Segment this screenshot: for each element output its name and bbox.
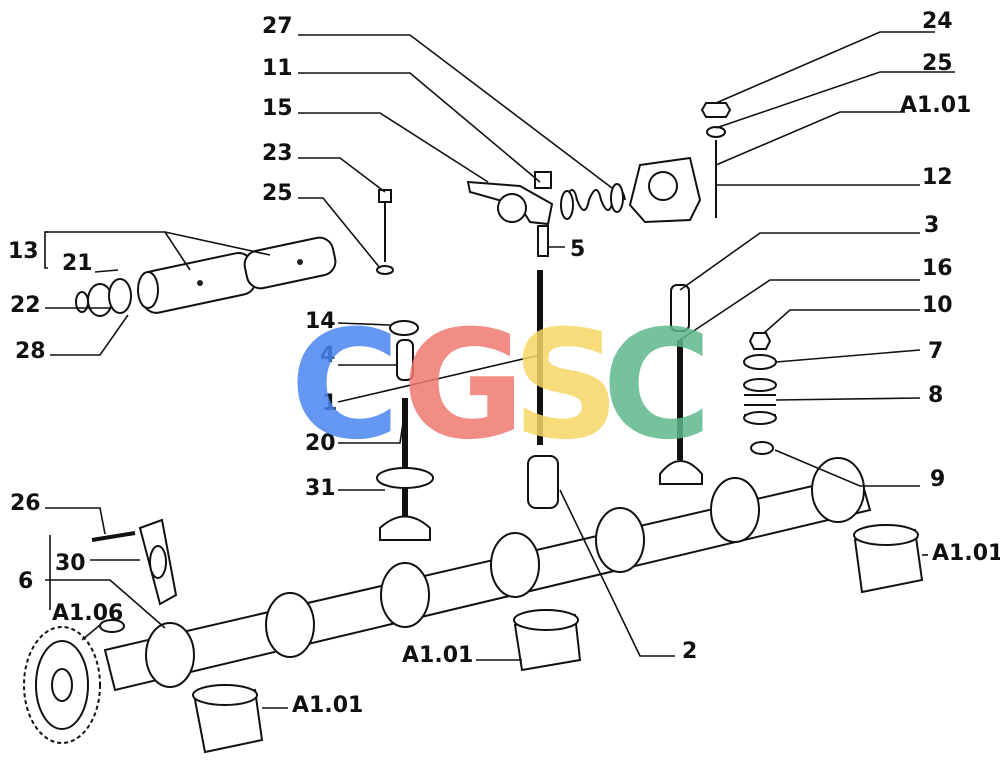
- thrust-plate: [91, 518, 178, 606]
- rocker-spring: [560, 183, 626, 220]
- callout-13: 13: [8, 239, 39, 264]
- rocker-shaft: [137, 236, 337, 314]
- timing-gear: [23, 626, 101, 744]
- exhaust-valve: [659, 284, 703, 485]
- valve-spring: [743, 332, 777, 455]
- callout-a101-rear: A1.01: [932, 541, 1000, 566]
- watermark-letter-c2: C: [602, 299, 712, 473]
- bushing-rear: [853, 524, 924, 594]
- bushing-middle: [513, 609, 582, 672]
- callout-7: 7: [928, 339, 943, 364]
- watermark-letter-c1: C: [290, 299, 400, 473]
- intake-valve: [376, 320, 434, 541]
- callout-10: 10: [922, 293, 953, 318]
- callout-12: 12: [922, 165, 953, 190]
- watermark: C G S C: [290, 299, 712, 473]
- callout-a106: A1.06: [52, 601, 123, 626]
- callout-14: 14: [305, 309, 336, 334]
- callout-25-right: 25: [922, 51, 953, 76]
- callout-8: 8: [928, 383, 943, 408]
- callout-21: 21: [62, 251, 93, 276]
- rocker-support: [628, 102, 732, 224]
- callout-3: 3: [924, 213, 939, 238]
- bushing-front: [192, 684, 264, 754]
- callout-23: 23: [262, 141, 293, 166]
- callout-30: 30: [55, 551, 86, 576]
- callout-6: 6: [18, 569, 33, 594]
- leader-lines: [44, 31, 955, 709]
- callout-16: 16: [922, 256, 953, 281]
- callout-4: 4: [320, 343, 335, 368]
- callout-28: 28: [15, 339, 46, 364]
- callout-15: 15: [262, 96, 293, 121]
- tappet: [527, 455, 559, 509]
- callout-a101-front: A1.01: [292, 693, 363, 718]
- callout-a101-stud: A1.01: [900, 93, 971, 118]
- callout-2: 2: [682, 639, 697, 664]
- shaft-rings: [75, 278, 132, 317]
- bolt-23: [376, 189, 394, 275]
- callout-9: 9: [930, 467, 945, 492]
- callouts: 27 11 15 23 25 13 21 22 28 24 25 A1.01 1…: [8, 9, 1000, 718]
- callout-5: 5: [570, 237, 585, 262]
- callout-a101-middle: A1.01: [402, 643, 473, 668]
- callout-25-left: 25: [262, 181, 293, 206]
- callout-31: 31: [305, 476, 336, 501]
- callout-27: 27: [262, 14, 293, 39]
- watermark-letter-s: S: [512, 299, 620, 473]
- callout-22: 22: [10, 293, 41, 318]
- callout-11: 11: [262, 56, 293, 81]
- callout-26: 26: [10, 491, 41, 516]
- callout-1: 1: [322, 391, 337, 416]
- callout-20: 20: [305, 431, 336, 456]
- parts: [23, 102, 924, 754]
- rocker-arm: [466, 171, 554, 257]
- callout-24: 24: [922, 9, 953, 34]
- camshaft: [103, 457, 872, 692]
- watermark-letter-g: G: [402, 299, 525, 473]
